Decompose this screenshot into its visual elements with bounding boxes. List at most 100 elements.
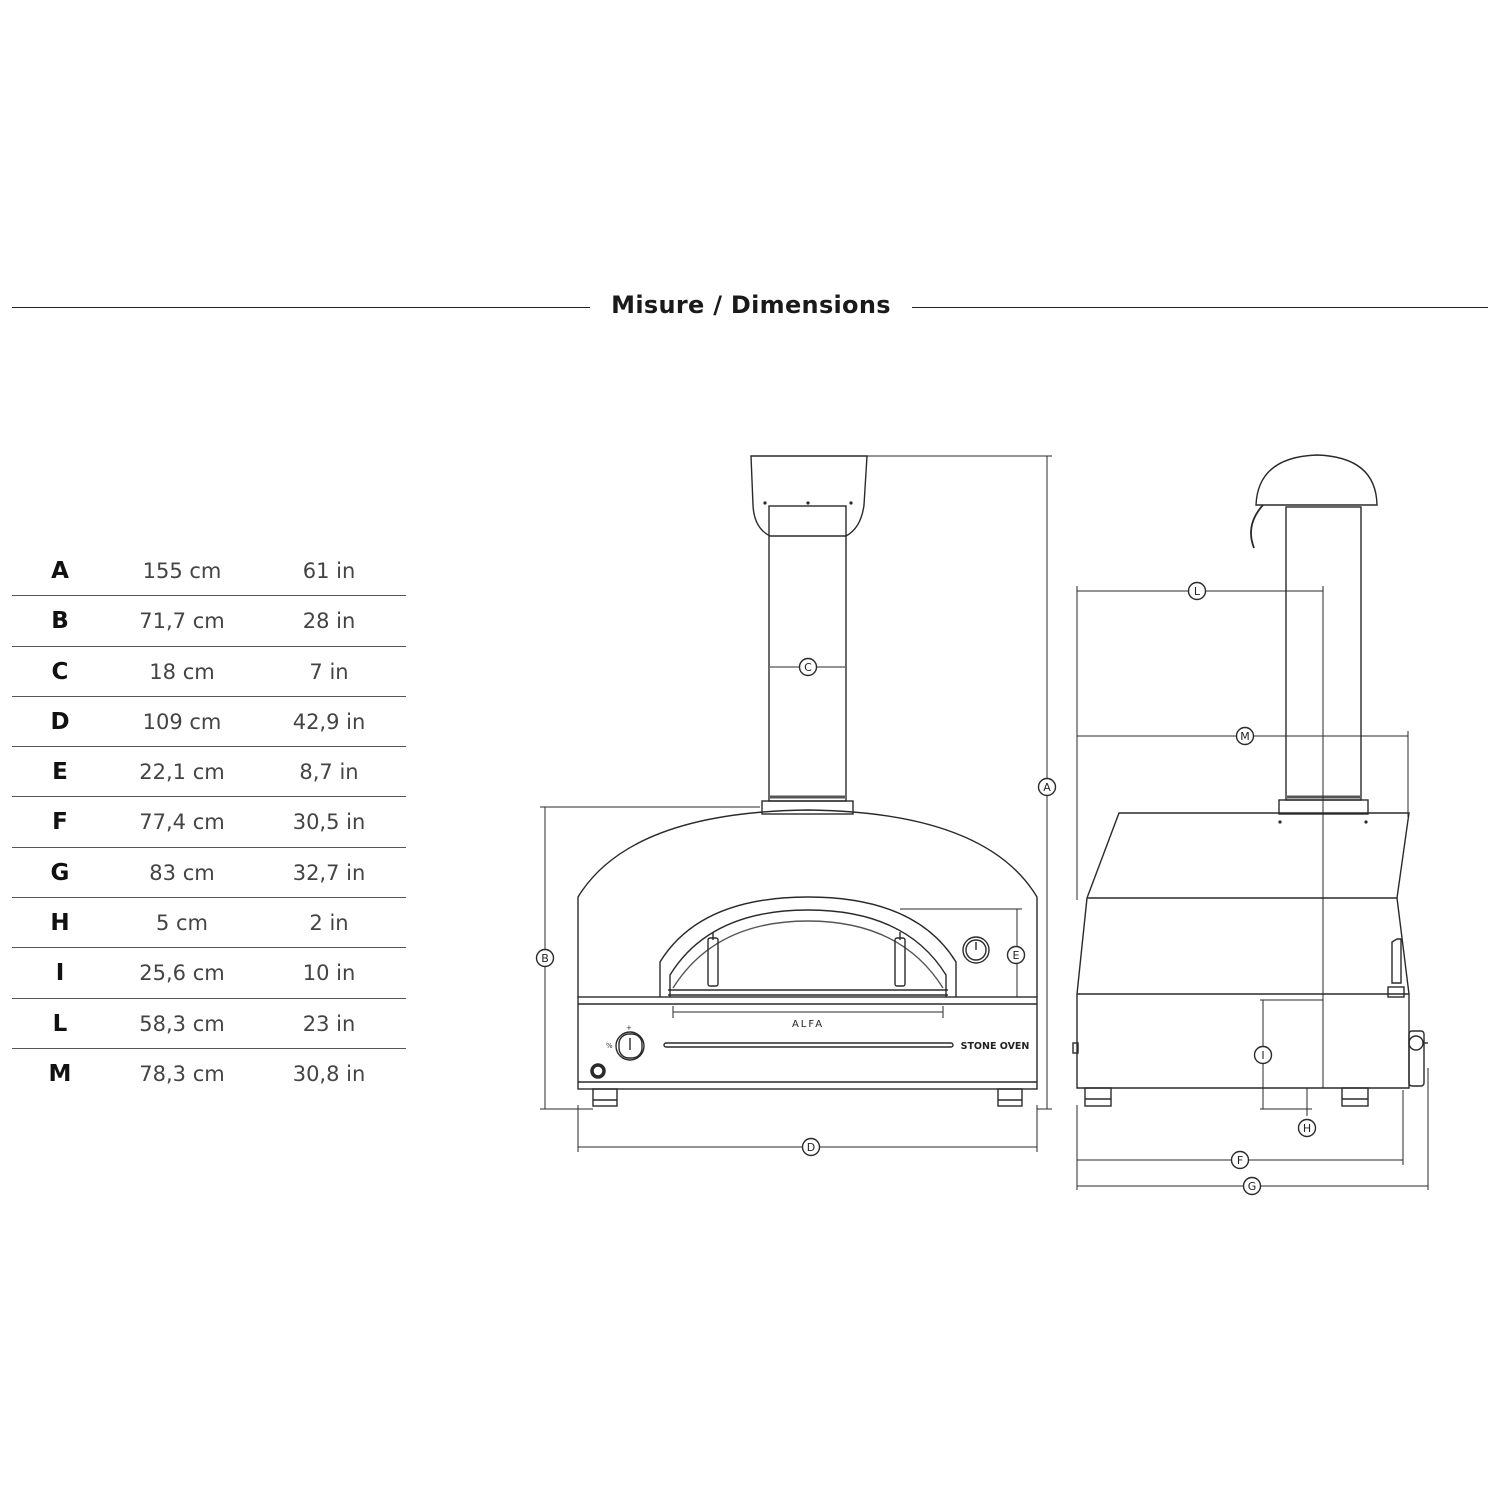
dimension-key: D (50, 708, 70, 735)
marker-label: I (1261, 1049, 1264, 1062)
dimension-in: 61 in (302, 559, 356, 583)
dimension-key: F (52, 809, 68, 836)
dimension-cm: 58,3 cm (139, 1011, 225, 1036)
dimension-key: G (50, 859, 70, 886)
dimension-row: F 77,4 cm 30,5 in (12, 797, 406, 848)
dimension-cm: 18 cm (149, 659, 215, 684)
dimension-row: D 109 cm 42,9 in (12, 697, 406, 748)
model-label: STONE OVEN (961, 1041, 1030, 1052)
dimension-in: 7 in (309, 659, 349, 684)
front-view: % + ALFA STONE OVEN (577, 455, 1038, 1107)
dimension-cm: 22,1 cm (139, 760, 225, 785)
marker-label: M (1240, 730, 1250, 743)
front-base-panel (577, 996, 1038, 1090)
dimension-markers: A B C D E L M I (535, 581, 1317, 1196)
dimension-key: E (52, 759, 68, 786)
marker-d: D (801, 1137, 821, 1157)
marker-b: B (535, 948, 555, 968)
side-foot-right (1341, 1087, 1369, 1107)
marker-label: C (804, 661, 812, 674)
side-handle (1391, 938, 1402, 984)
dimension-row: L 58,3 cm 23 in (12, 999, 406, 1049)
dimension-row: I 25,6 cm 10 in (12, 948, 406, 999)
dimension-key: L (52, 1010, 68, 1037)
control-knob (618, 1033, 643, 1059)
dimension-row: A 155 cm 61 in (12, 546, 406, 597)
front-dome-body (577, 809, 1038, 997)
marker-label: B (541, 952, 549, 965)
dimension-key: B (51, 608, 69, 635)
header-rule-right (912, 307, 1488, 308)
marker-i: I (1253, 1045, 1273, 1065)
dimension-cm: 83 cm (149, 860, 215, 885)
door-handle-right (894, 937, 906, 987)
dimensions-table: A 155 cm 61 in B 71,7 cm 28 in C 18 cm 7… (12, 546, 406, 1099)
dimension-cm: 5 cm (155, 911, 209, 936)
dimension-row: B 71,7 cm 28 in (12, 596, 406, 647)
dimension-cm: 109 cm (142, 709, 222, 734)
ignition-button (590, 1063, 606, 1079)
dimension-row: E 22,1 cm 8,7 in (12, 747, 406, 798)
front-door-arch-outer (659, 896, 957, 997)
front-foot-left (592, 1088, 618, 1107)
dimension-key: C (51, 658, 69, 685)
side-dome-body (1086, 812, 1410, 899)
side-chimney-rain-cap (1255, 454, 1378, 506)
dimension-in: 32,7 in (292, 860, 366, 885)
gas-regulator (1408, 1030, 1425, 1087)
door-handle-left (707, 937, 719, 987)
dimension-cm: 25,6 cm (139, 961, 225, 986)
marker-label: D (807, 1141, 815, 1154)
dial-marking: % (606, 1042, 613, 1050)
dimension-cm: 77,4 cm (139, 810, 225, 835)
header-rule-left (12, 307, 590, 308)
dimension-key: M (48, 1060, 72, 1087)
marker-label: F (1237, 1154, 1243, 1167)
marker-c: C (798, 657, 818, 677)
brand-label: ALFA (792, 1019, 824, 1030)
marker-m: M (1235, 726, 1255, 746)
dimension-in: 2 in (309, 911, 349, 936)
dimension-in: 8,7 in (299, 760, 359, 785)
dial-marking: + (626, 1024, 632, 1032)
front-foot-right (997, 1088, 1023, 1107)
marker-a: A (1037, 777, 1057, 797)
dimension-key: H (50, 910, 70, 937)
front-door-arch-inner (669, 909, 947, 997)
dimension-row: H 5 cm 2 in (12, 898, 406, 949)
dimension-key: I (55, 960, 65, 987)
page-title: Misure / Dimensions (611, 291, 891, 319)
dimension-in: 42,9 in (292, 709, 366, 734)
side-dimension-lines (1076, 586, 1429, 1190)
marker-h: H (1297, 1118, 1317, 1138)
side-foot-left (1084, 1087, 1112, 1107)
dimension-in: 23 in (302, 1011, 356, 1036)
marker-label: H (1303, 1122, 1311, 1135)
marker-g: G (1242, 1176, 1262, 1196)
marker-e: E (1006, 945, 1026, 965)
marker-f: F (1230, 1150, 1250, 1170)
dimension-in: 28 in (302, 609, 356, 634)
marker-l: L (1187, 581, 1207, 601)
marker-label: G (1248, 1180, 1257, 1193)
front-chimney-pipe (768, 505, 847, 802)
front-chimney-collar (761, 800, 854, 815)
marker-label: A (1043, 781, 1051, 794)
header: Misure / Dimensions (0, 287, 1500, 327)
dimension-in: 30,5 in (292, 810, 366, 835)
dimension-row: C 18 cm 7 in (12, 647, 406, 697)
front-base-slot (663, 1042, 954, 1048)
side-view (1072, 454, 1428, 1107)
dimension-in: 30,8 in (292, 1061, 366, 1086)
side-body-panel (1076, 897, 1410, 1089)
dimension-in: 10 in (302, 961, 356, 986)
marker-label: L (1194, 585, 1201, 598)
thermometer-gauge (962, 936, 990, 964)
dimension-cm: 155 cm (142, 559, 222, 583)
dimension-row: G 83 cm 32,7 in (12, 848, 406, 899)
dimension-row: M 78,3 cm 30,8 in (12, 1049, 406, 1099)
marker-label: E (1013, 949, 1020, 962)
dimension-cm: 78,3 cm (139, 1061, 225, 1086)
dimension-key: A (51, 558, 69, 584)
